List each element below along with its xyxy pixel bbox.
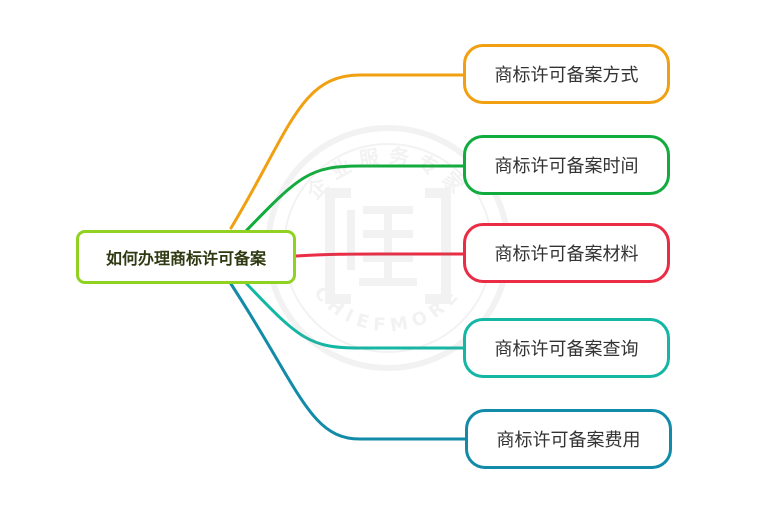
connector-branch-3 — [294, 252, 467, 258]
connector-branch-4 — [243, 280, 467, 350]
branch-node-fee[interactable]: 商标许可备案费用 — [465, 409, 672, 469]
root-node[interactable]: 如何办理商标许可备案 — [76, 230, 296, 284]
branch-node-label: 商标许可备案方式 — [494, 65, 639, 86]
branch-node-materials[interactable]: 商标许可备案材料 — [463, 223, 670, 283]
branch-node-method[interactable]: 商标许可备案方式 — [463, 44, 670, 104]
branch-node-label: 商标许可备案材料 — [494, 244, 639, 265]
branch-node-label: 商标许可备案时间 — [494, 156, 639, 177]
branch-node-label: 商标许可备案费用 — [496, 430, 641, 451]
connector-branch-5 — [229, 282, 469, 441]
connector-branch-2 — [243, 164, 467, 234]
branch-node-time[interactable]: 商标许可备案时间 — [463, 135, 670, 195]
branch-node-label: 商标许可备案查询 — [494, 339, 639, 360]
connector-branch-1 — [229, 73, 467, 230]
branch-node-query[interactable]: 商标许可备案查询 — [463, 318, 670, 378]
root-node-label: 如何办理商标许可备案 — [105, 249, 266, 268]
